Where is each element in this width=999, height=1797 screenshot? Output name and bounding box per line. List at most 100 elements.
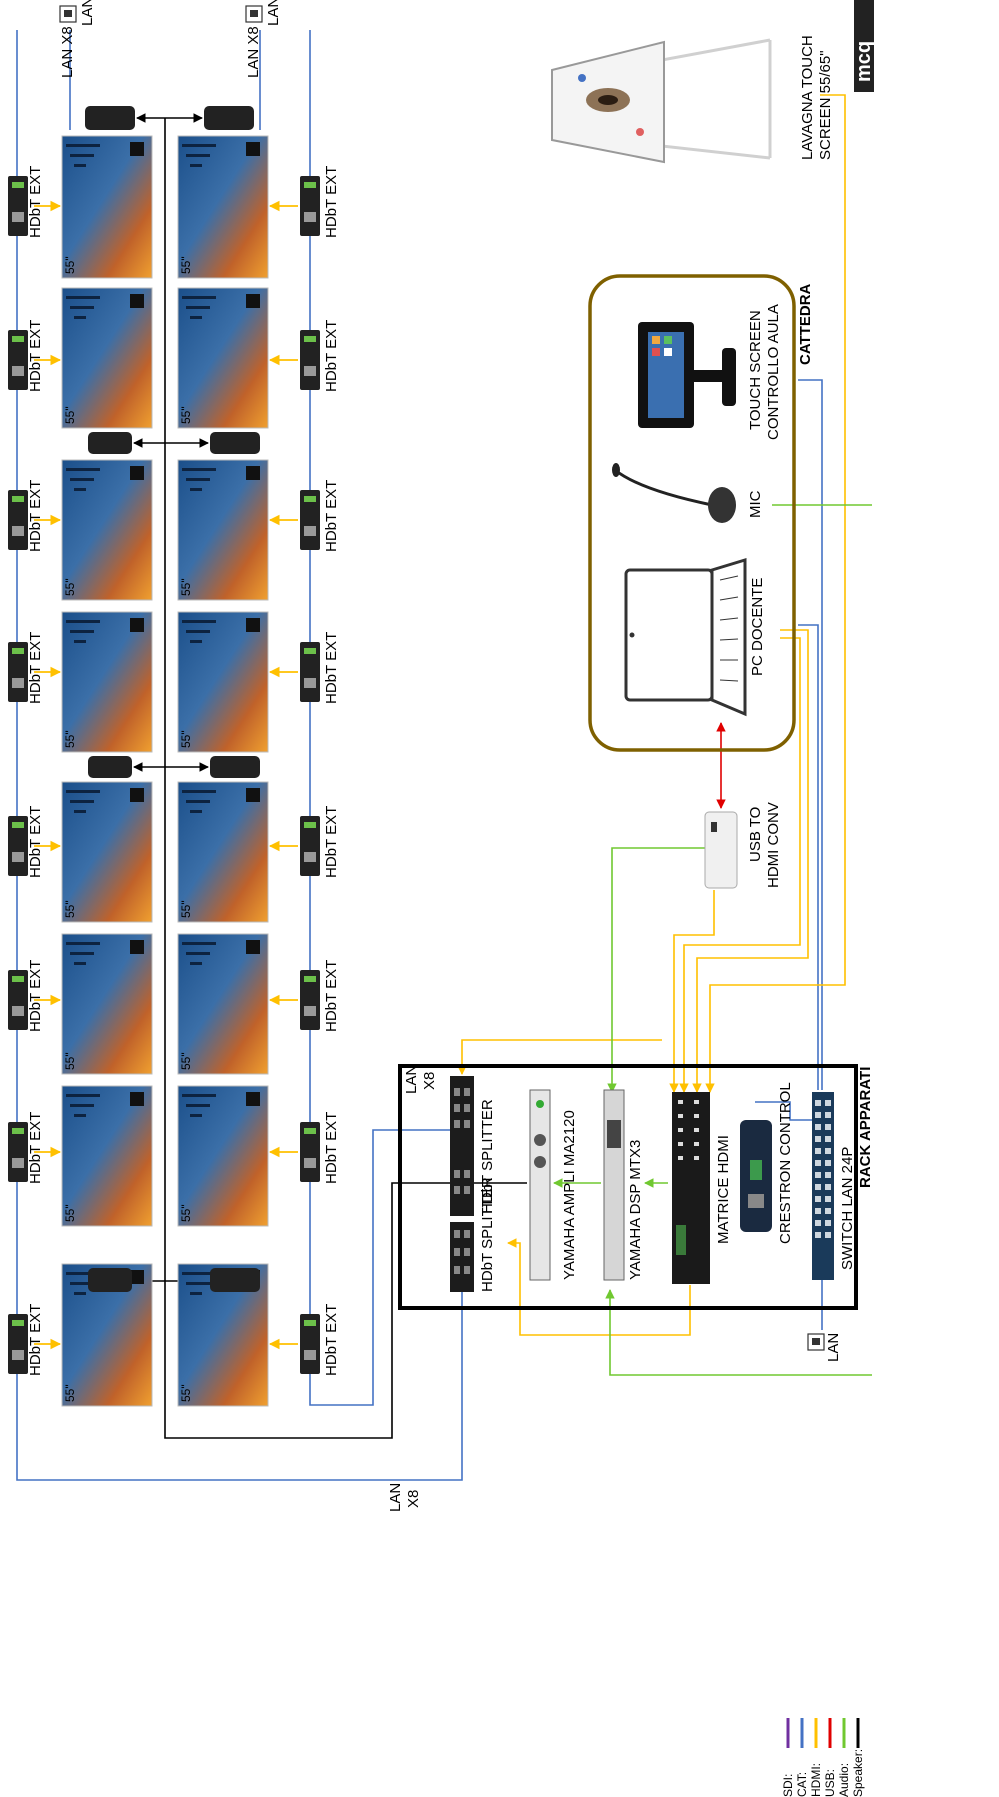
display-screen: 55" bbox=[61, 1085, 153, 1227]
lan-label: LAN bbox=[265, 0, 282, 26]
touch-label-2: CONTROLLO AULA bbox=[765, 304, 782, 440]
speaker-icon bbox=[85, 106, 135, 130]
hdbt-ext-label: HDbT EXT bbox=[27, 480, 44, 552]
hdbt-ext-label: HDbT EXT bbox=[323, 1304, 340, 1376]
display-screen: 55" bbox=[61, 287, 153, 429]
microphone: MIC bbox=[612, 463, 764, 523]
screen-size-label: 55" bbox=[179, 256, 193, 274]
hdbt-ext-label: HDbT EXT bbox=[323, 480, 340, 552]
rack-box bbox=[398, 1064, 858, 1310]
matrice-label: MATRICE HDMI bbox=[715, 1135, 732, 1244]
lan-label: LAN bbox=[79, 0, 96, 26]
legend-label: HDMI: bbox=[809, 1763, 823, 1797]
lan-x8-bottom: LAN X8 bbox=[387, 1483, 422, 1512]
hdbt-ext-unit: HDbT EXT bbox=[8, 1304, 62, 1376]
hdbt-splitter-label: HDbT SPLITTER bbox=[479, 1099, 496, 1214]
display-screen: 55" bbox=[61, 135, 153, 279]
brand-text: mcq bbox=[853, 41, 875, 82]
usb-conv-label-1: USB TO bbox=[747, 807, 764, 862]
display-screen: 55" bbox=[177, 287, 269, 429]
hdbt-ext-unit: HDbT EXT bbox=[8, 166, 62, 238]
cat-line-pc bbox=[798, 624, 819, 1090]
lan-x8-label: LAN X8 bbox=[59, 26, 76, 78]
hdmi-line-pc-a bbox=[692, 629, 809, 1093]
display-screen: 55" bbox=[61, 611, 153, 753]
hdmi-line-usbconv bbox=[669, 890, 715, 1093]
screen-size-label: 55" bbox=[179, 730, 193, 748]
speakers bbox=[85, 106, 260, 1292]
screen-size-label: 55" bbox=[63, 1204, 77, 1222]
audio-line-return bbox=[605, 1289, 872, 1376]
video-wall: 55" 55" 55" 55" 55" 55" 55" 55" 55" 55" 55" 55" 55" 5… bbox=[61, 135, 269, 1407]
legend-label: Speaker: bbox=[851, 1749, 865, 1797]
hdbt-ext-unit: HDbT EXT bbox=[8, 320, 62, 392]
lavagna-label-2: SCREEN 55/65" bbox=[817, 50, 834, 160]
legend: SDI:CAT:HDMI:USB:Audio:Speaker: bbox=[781, 1718, 865, 1797]
cat-line-right-column bbox=[309, 30, 462, 1406]
lan-x8-stack-1: LAN bbox=[387, 1483, 404, 1512]
usb-hdmi-converter: USB TO HDMI CONV bbox=[704, 802, 782, 889]
screen-size-label: 55" bbox=[179, 900, 193, 918]
hdbt-ext-label: HDbT EXT bbox=[323, 1112, 340, 1184]
switch-label: SWITCH LAN 24P bbox=[839, 1147, 856, 1270]
ampli-label: YAMAHA AMPLI MA2120 bbox=[561, 1110, 578, 1280]
display-screen: 55" bbox=[61, 459, 153, 601]
hdbt-splitter-device bbox=[450, 1222, 474, 1292]
lavagna-touch: LAVAGNA TOUCH SCREEN 55/65" bbox=[551, 35, 834, 164]
rack-label: RACK APPARATI bbox=[857, 1067, 874, 1188]
display-screen: 55" bbox=[177, 1085, 269, 1227]
hdbt-ext-label: HDbT EXT bbox=[323, 632, 340, 704]
hdbt-splitter-device bbox=[450, 1076, 474, 1216]
speaker-icon bbox=[204, 106, 254, 130]
speaker-icon bbox=[210, 1268, 260, 1292]
speaker-icon bbox=[210, 756, 260, 778]
screen-size-label: 55" bbox=[63, 406, 77, 424]
hdbt-ext-unit: HDbT EXT bbox=[268, 480, 340, 552]
hdbt-extenders: HDbT EXT HDbT EXT HDbT EXT HDbT EXT HDbT EXT… bbox=[8, 166, 340, 1376]
rack-lan-label-2: X8 bbox=[421, 1072, 438, 1090]
screen-size-label: 55" bbox=[179, 406, 193, 424]
cat-line-touch bbox=[798, 379, 823, 1090]
lan-switch: LAN bbox=[807, 1333, 842, 1362]
cat-line-left-column bbox=[16, 30, 463, 1481]
hdbt-ext-unit: HDbT EXT bbox=[8, 960, 62, 1032]
hdbt-ext-unit: HDbT EXT bbox=[8, 806, 62, 878]
hdbt-ext-label: HDbT EXT bbox=[27, 320, 44, 392]
display-screen: 55" bbox=[61, 781, 153, 923]
display-screen: 55" bbox=[177, 781, 269, 923]
hdbt-ext-label: HDbT EXT bbox=[27, 960, 44, 1032]
display-screen: 55" bbox=[177, 135, 269, 279]
hdmi-line-splitter-bottom bbox=[507, 1238, 691, 1336]
legend-label: CAT: bbox=[795, 1772, 809, 1797]
screen-size-label: 55" bbox=[179, 1384, 193, 1402]
hdbt-ext-unit: HDbT EXT bbox=[268, 960, 340, 1032]
speaker-bus-main bbox=[164, 118, 527, 1439]
display-screen: 55" bbox=[177, 933, 269, 1075]
hdbt-splitter-label: HDbT SPLITTER bbox=[479, 1177, 496, 1292]
hdbt-ext-label: HDbT EXT bbox=[27, 632, 44, 704]
cat-line-crestron bbox=[755, 1101, 812, 1121]
rack-group: RACK APPARATI LAN X8 HDbT SPLITTER HDbT … bbox=[398, 1064, 874, 1310]
lan-top-left: LAN LAN X8 bbox=[59, 0, 96, 78]
hdbt-ext-label: HDbT EXT bbox=[323, 166, 340, 238]
legend-label: SDI: bbox=[781, 1774, 795, 1797]
display-screen: 55" bbox=[61, 933, 153, 1075]
screen-size-label: 55" bbox=[63, 1384, 77, 1402]
audio-line-usbconv bbox=[607, 847, 706, 1093]
cattedra-box bbox=[588, 274, 796, 752]
screen-size-label: 55" bbox=[63, 578, 77, 596]
hdbt-ext-unit: HDbT EXT bbox=[268, 806, 340, 878]
screen-size-label: 55" bbox=[63, 730, 77, 748]
hdbt-ext-unit: HDbT EXT bbox=[268, 320, 340, 392]
hdbt-ext-label: HDbT EXT bbox=[323, 320, 340, 392]
hdbt-ext-unit: HDbT EXT bbox=[268, 166, 340, 238]
yamaha-dsp-device bbox=[603, 1089, 625, 1281]
dsp-label: YAMAHA DSP MTX3 bbox=[627, 1140, 644, 1280]
lan-label: LAN bbox=[825, 1333, 842, 1362]
screen-size-label: 55" bbox=[179, 1204, 193, 1222]
hdbt-ext-label: HDbT EXT bbox=[27, 1304, 44, 1376]
hdbt-ext-label: HDbT EXT bbox=[27, 806, 44, 878]
legend-label: Audio: bbox=[837, 1763, 851, 1797]
screen-size-label: 55" bbox=[179, 578, 193, 596]
